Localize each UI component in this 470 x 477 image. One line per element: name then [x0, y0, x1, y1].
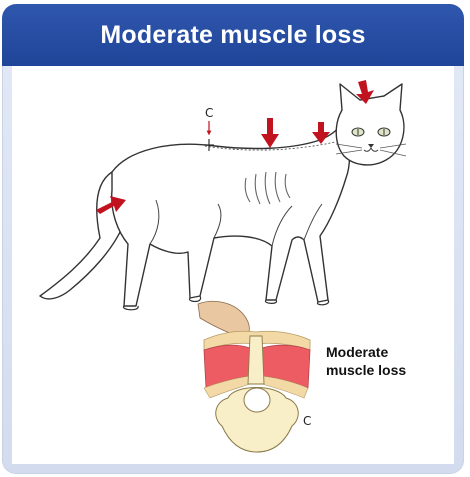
cat-body [112, 120, 350, 306]
cross-section-caption: Moderate muscle loss [326, 343, 406, 379]
caption-line-1: Moderate [326, 343, 406, 361]
cross-section-marker-label: C [303, 414, 311, 428]
dorsal-spinous-process [248, 336, 264, 384]
arrow-back [261, 118, 279, 148]
cat-head [336, 84, 406, 165]
cross-section-diagram [198, 301, 310, 452]
caption-line-2: muscle loss [326, 361, 406, 379]
spine-marker-label: C [205, 106, 213, 120]
